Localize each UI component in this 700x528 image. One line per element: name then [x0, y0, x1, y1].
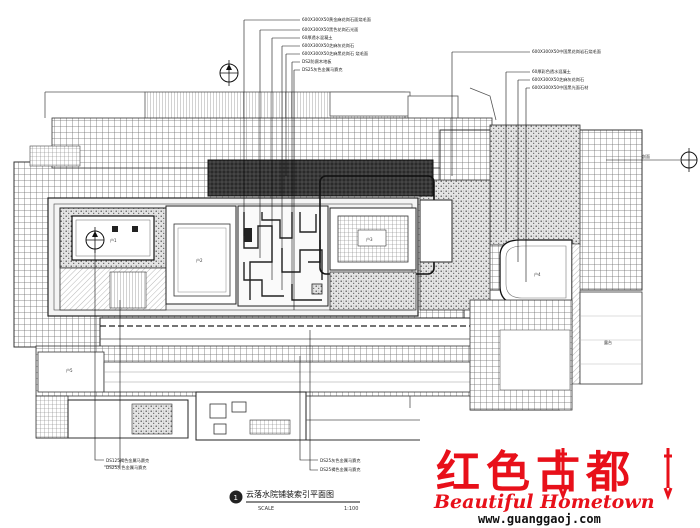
- label-lower-left: 户5: [66, 367, 73, 373]
- callouts-top: 600X300X50黄金麻花岗石面烧毛面 600X300X50黑色花岗石光面 6…: [302, 16, 371, 73]
- callout-bottom-mid-2: DS25褐色金属马赛克: [320, 466, 361, 473]
- callout-bottom-mid-1: DS25灰色金属马赛克: [320, 457, 361, 464]
- section-number: 1: [234, 494, 238, 502]
- callout-bottom-left-2: DS25灰色金属马赛克: [106, 464, 147, 471]
- watermark-chinese: 红色古都: [436, 447, 636, 498]
- callout-right-3: 600X300X50芝麻灰花岗石: [532, 76, 584, 83]
- watermark-url: www.guanggaoj.com: [478, 512, 601, 526]
- section-label-right: 剖面: [642, 153, 650, 159]
- water-channel: [35, 317, 491, 397]
- callout-top-4: 600X300X50芝麻灰花岗石: [302, 42, 354, 49]
- label-side: 露台: [604, 339, 612, 345]
- lower-rooms: [35, 391, 420, 441]
- lower-edge: [36, 409, 560, 441]
- label-lawn: 户4: [534, 271, 541, 277]
- watermark-spire-graphic: [558, 448, 673, 501]
- callout-top-1: 600X300X50黄金麻花岗石面烧毛面: [302, 16, 371, 23]
- maze-garden: [237, 205, 329, 307]
- callouts-right: 600X300X50中国黑花岗岩石烧毛面 60厚彩色透水混凝土 600X300X…: [532, 48, 650, 159]
- section-marker-right: [680, 148, 698, 172]
- section-marker-top: [219, 60, 239, 86]
- label-pool-mid: 户2: [196, 257, 203, 263]
- wood-deck: [319, 175, 453, 311]
- callouts-bottom: DS125褐色金属马赛克 DS25灰色金属马赛克 DS25灰色金属马赛克 DS2…: [106, 457, 361, 473]
- left-pool: [59, 207, 167, 311]
- room-labels: 户1 户2 户3 户4 露台 户5: [66, 236, 612, 373]
- label-deck: 户3: [366, 236, 373, 242]
- callout-top-6: DS2防腐木地板: [302, 58, 332, 65]
- label-pool-left: 户1: [110, 237, 117, 243]
- callout-right-2: 60厚彩色透水混凝土: [532, 68, 571, 75]
- callout-right-1: 600X300X50中国黑花岗岩石烧毛面: [532, 48, 601, 55]
- north-pergola: [44, 87, 497, 131]
- watermark-logo: 红色古都 Beautiful Hometown www.guanggaoj.co…: [432, 448, 700, 528]
- callout-top-7: DS25灰色金属马赛克: [302, 66, 343, 73]
- title-block: 1 云落水院铺装索引平面图 SCALE 1:100: [229, 489, 360, 512]
- leader-lines: [94, 19, 680, 471]
- watermark-english: Beautiful Hometown: [434, 491, 655, 513]
- scale-word: SCALE: [258, 506, 274, 512]
- drawing-title: 云落水院铺装索引平面图: [246, 489, 334, 499]
- callout-bottom-left-1: DS125褐色金属马赛克: [106, 457, 149, 464]
- callout-top-5: 600X300X50芝麻黑花岗石 烧毛面: [302, 50, 368, 57]
- central-lawn: [165, 205, 237, 305]
- callout-right-4: 600X300X50中国黑光面石材: [532, 84, 588, 91]
- section-marker-left: [85, 227, 105, 253]
- callout-top-3: 60厚透水混凝土: [302, 34, 332, 41]
- callout-top-2: 600X300X50黑色花岗石光面: [302, 26, 358, 33]
- scale-value: 1:100: [344, 506, 358, 512]
